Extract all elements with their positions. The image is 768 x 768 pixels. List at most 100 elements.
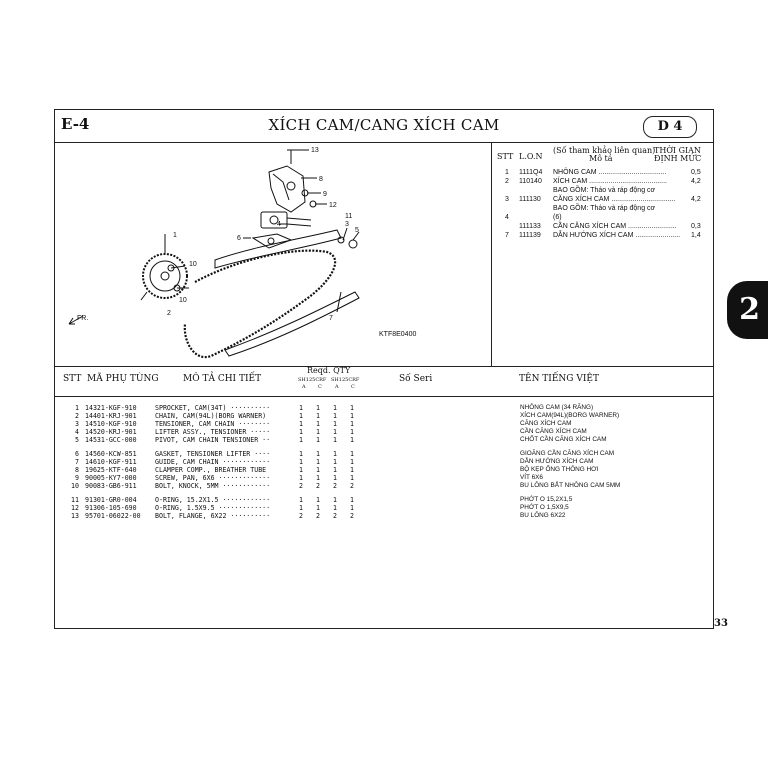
reference-row: BAO GỒM: Tháo và ráp động cơ (491, 186, 715, 195)
part-vn-name: PHỚT O 15,2X1,5 (520, 496, 573, 503)
front-label: FR. (77, 315, 88, 322)
qty-a2: 1 (333, 458, 337, 466)
qty-c2: 1 (350, 412, 354, 420)
qty-c1: 1 (316, 404, 320, 412)
part-vn-name: VÍT 6X6 (520, 474, 543, 481)
callout-5: 5 (355, 227, 359, 234)
part-stt: 8 (75, 466, 79, 474)
part-stt: 13 (71, 512, 79, 520)
qty-a2: 2 (333, 482, 337, 490)
part-description: SCREW, PAN, 6X6 ············· (155, 474, 271, 482)
ref-desc: CẦN CĂNG XÍCH CAM ......................… (553, 223, 677, 230)
part-stt: 7 (75, 458, 79, 466)
ref-lon: 111133 (519, 223, 541, 230)
ref-lon: 110140 (519, 178, 542, 185)
col-header-a2: A (335, 384, 339, 390)
reference-row: 111133 CẦN CĂNG XÍCH CAM ................… (491, 222, 715, 231)
qty-a2: 1 (333, 504, 337, 512)
part-stt: 4 (75, 428, 79, 436)
part-stt: 1 (75, 404, 79, 412)
part-description: BOLT, KNOCK, 5MM ············ (155, 482, 271, 490)
qty-c1: 1 (316, 450, 320, 458)
part-number: 90005-KY7-000 (85, 474, 137, 482)
qty-a2: 1 (333, 474, 337, 482)
qty-a2: 1 (333, 404, 337, 412)
qty-c1: 1 (316, 496, 320, 504)
qty-c2: 1 (350, 496, 354, 504)
ref-stt: 4 (505, 214, 509, 221)
qty-c1: 2 (316, 482, 320, 490)
part-number: 14560-KCW-851 (85, 450, 137, 458)
qty-c2: 1 (350, 450, 354, 458)
col-header-model-2: SH125CRF (331, 377, 360, 383)
col-header-desc: MÔ TẢ CHI TIẾT (183, 374, 262, 384)
col-header-a1: A (302, 384, 306, 390)
col-header-serial: Số Seri (399, 374, 433, 384)
part-number: 14520-KRJ-901 (85, 428, 137, 436)
diagram-drawing: 13 8 9 12 4 3 11 5 6 1 10 10 2 7 FR. KTF… (68, 147, 416, 359)
col-header-stt: STT (63, 374, 82, 384)
col-header-c1: C (318, 384, 322, 390)
ref-stt: 2 (505, 178, 509, 185)
reference-panel: STT L.O.N (Số tham khảo liên quan) Mô tả… (491, 142, 715, 366)
qty-c1: 1 (316, 412, 320, 420)
qty-c1: 1 (316, 504, 320, 512)
ref-desc: (6) (553, 214, 562, 221)
qty-a2: 2 (333, 512, 337, 520)
qty-c2: 2 (350, 482, 354, 490)
part-number: 14401-KRJ-901 (85, 412, 137, 420)
qty-c2: 1 (350, 466, 354, 474)
qty-a1: 1 (299, 474, 303, 482)
part-vn-name: CHỐT CẦN CĂNG XÍCH CAM (520, 436, 607, 443)
callout-9: 9 (323, 191, 327, 198)
part-vn-name: GIOĂNG CẦN CĂNG XÍCH CAM (520, 450, 615, 457)
qty-c2: 1 (350, 474, 354, 482)
part-vn-name: NHÔNG CAM (34 RĂNG) (520, 404, 594, 411)
ref-desc: DẪN HƯỚNG XÍCH CAM .....................… (553, 232, 681, 239)
part-description: O-RING, 1.5X9.5 ············· (155, 504, 271, 512)
ref-header-time-1: THỜI GIAN (654, 146, 701, 155)
qty-c2: 1 (350, 436, 354, 444)
ref-desc: NHÔNG CAM ..............................… (553, 169, 667, 176)
qty-a1: 1 (299, 504, 303, 512)
exploded-diagram: 13 8 9 12 4 3 11 5 6 1 10 10 2 7 FR. KTF… (55, 142, 492, 366)
part-description: GASKET, TENSIONER LIFTER ···· (155, 450, 271, 458)
qty-c1: 1 (316, 466, 320, 474)
callout-13: 13 (311, 147, 319, 154)
ref-lon: 111130 (519, 196, 541, 203)
callout-11: 11 (345, 213, 352, 220)
ref-time: 1,4 (691, 232, 701, 239)
ref-time: 0,3 (691, 223, 701, 230)
ref-header-lon: L.O.N (519, 152, 543, 161)
part-description: CHAIN, CAM(94L)(BORG WARNER) (155, 412, 267, 420)
part-stt: 12 (71, 504, 79, 512)
part-vn-name: CẦN CĂNG XÍCH CAM (520, 428, 587, 435)
section-code: E-4 (61, 115, 90, 133)
qty-a1: 1 (299, 450, 303, 458)
part-vn-name: CĂNG XÍCH CAM (520, 420, 572, 427)
qty-a2: 1 (333, 420, 337, 428)
callout-12: 12 (329, 202, 337, 209)
part-number: 90083-GB6-911 (85, 482, 137, 490)
qty-a1: 1 (299, 436, 303, 444)
part-number: 14531-GCC-000 (85, 436, 137, 444)
part-description: O-RING, 15.2X1.5 ············ (155, 496, 271, 504)
qty-a1: 1 (299, 412, 303, 420)
part-description: GUIDE, CAM CHAIN ············ (155, 458, 271, 466)
ref-header-time-2: ĐỊNH MỨC (654, 154, 702, 163)
part-description: SPROCKET, CAM(34T) ·········· (155, 404, 271, 412)
page-header: E-4 XÍCH CAM/CANG XÍCH CAM D 4 (55, 110, 713, 143)
callout-1: 1 (173, 232, 177, 239)
ref-time: 4,2 (691, 178, 701, 185)
